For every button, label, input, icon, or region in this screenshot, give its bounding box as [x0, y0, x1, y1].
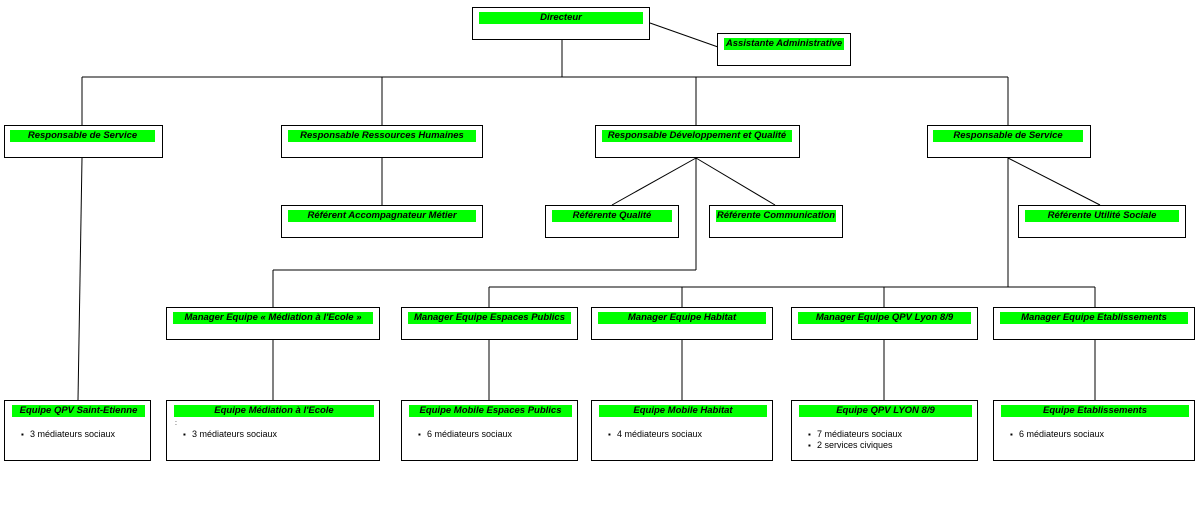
- manager-habitat-label: Manager Equipe Habitat: [598, 312, 766, 324]
- director-box: Directeur: [472, 7, 650, 40]
- team-habitat-box: Equipe Mobile Habitat 4 médiateurs socia…: [591, 400, 773, 461]
- list-item: 3 médiateurs sociaux: [183, 429, 277, 440]
- director-label: Directeur: [479, 12, 643, 24]
- colon-mark: :: [175, 420, 177, 427]
- team-espaces-title: Equipe Mobile Espaces Publics: [409, 405, 572, 417]
- team-etablissements-box: Equipe Etablissements 6 médiateurs socia…: [993, 400, 1195, 461]
- team-lyon-list: 7 médiateurs sociaux 2 services civiques: [808, 429, 902, 451]
- team-espaces-box: Equipe Mobile Espaces Publics 6 médiateu…: [401, 400, 578, 461]
- manager-lyon-label: Manager Equipe QPV Lyon 8/9: [798, 312, 971, 324]
- list-item: 6 médiateurs sociaux: [1010, 429, 1104, 440]
- manager-habitat-box: Manager Equipe Habitat: [591, 307, 773, 340]
- referent-metier-box: Référent Accompagnateur Métier: [281, 205, 483, 238]
- team-saint-etienne-list: 3 médiateurs sociaux: [21, 429, 115, 440]
- team-saint-etienne-title: Equipe QPV Saint-Etienne: [12, 405, 145, 417]
- list-item: 7 médiateurs sociaux: [808, 429, 902, 440]
- service-manager-right-box: Responsable de Service: [927, 125, 1091, 158]
- manager-espaces-box: Manager Equipe Espaces Publics: [401, 307, 578, 340]
- list-item: 3 médiateurs sociaux: [21, 429, 115, 440]
- manager-mediation-box: Manager Equipe « Médiation à l'Ecole »: [166, 307, 380, 340]
- hr-manager-box: Responsable Ressources Humaines: [281, 125, 483, 158]
- manager-mediation-label: Manager Equipe « Médiation à l'Ecole »: [173, 312, 373, 324]
- referent-metier-label: Référent Accompagnateur Métier: [288, 210, 476, 222]
- service-manager-left-label: Responsable de Service: [10, 130, 155, 142]
- development-quality-manager-label: Responsable Développement et Qualité: [602, 130, 792, 142]
- manager-etablissements-label: Manager Equipe Etablissements: [1000, 312, 1188, 324]
- list-item: 2 services civiques: [808, 440, 902, 451]
- manager-etablissements-box: Manager Equipe Etablissements: [993, 307, 1195, 340]
- hr-manager-label: Responsable Ressources Humaines: [288, 130, 476, 142]
- assistant-box: Assistante Administrative: [717, 33, 851, 66]
- team-lyon-title: Equipe QPV LYON 8/9: [799, 405, 972, 417]
- assistant-label: Assistante Administrative: [724, 38, 844, 50]
- team-mediation-box: Equipe Médiation à l'Ecole : 3 médiateur…: [166, 400, 380, 461]
- manager-espaces-label: Manager Equipe Espaces Publics: [408, 312, 571, 324]
- referente-utilite-label: Référente Utilité Sociale: [1025, 210, 1179, 222]
- referente-qualite-label: Référente Qualité: [552, 210, 672, 222]
- manager-lyon-box: Manager Equipe QPV Lyon 8/9: [791, 307, 978, 340]
- referente-communication-box: Référente Communication: [709, 205, 843, 238]
- team-espaces-list: 6 médiateurs sociaux: [418, 429, 512, 440]
- referente-qualite-box: Référente Qualité: [545, 205, 679, 238]
- team-lyon-box: Equipe QPV LYON 8/9 7 médiateurs sociaux…: [791, 400, 978, 461]
- team-etablissements-title: Equipe Etablissements: [1001, 405, 1189, 417]
- team-habitat-title: Equipe Mobile Habitat: [599, 405, 767, 417]
- team-habitat-list: 4 médiateurs sociaux: [608, 429, 702, 440]
- service-manager-right-label: Responsable de Service: [933, 130, 1083, 142]
- team-saint-etienne-box: Equipe QPV Saint-Etienne 3 médiateurs so…: [4, 400, 151, 461]
- team-mediation-title: Equipe Médiation à l'Ecole: [174, 405, 374, 417]
- development-quality-manager-box: Responsable Développement et Qualité: [595, 125, 800, 158]
- referente-utilite-box: Référente Utilité Sociale: [1018, 205, 1186, 238]
- list-item: 4 médiateurs sociaux: [608, 429, 702, 440]
- team-mediation-list: 3 médiateurs sociaux: [183, 429, 277, 440]
- team-etablissements-list: 6 médiateurs sociaux: [1010, 429, 1104, 440]
- service-manager-left-box: Responsable de Service: [4, 125, 163, 158]
- referente-communication-label: Référente Communication: [716, 210, 836, 222]
- list-item: 6 médiateurs sociaux: [418, 429, 512, 440]
